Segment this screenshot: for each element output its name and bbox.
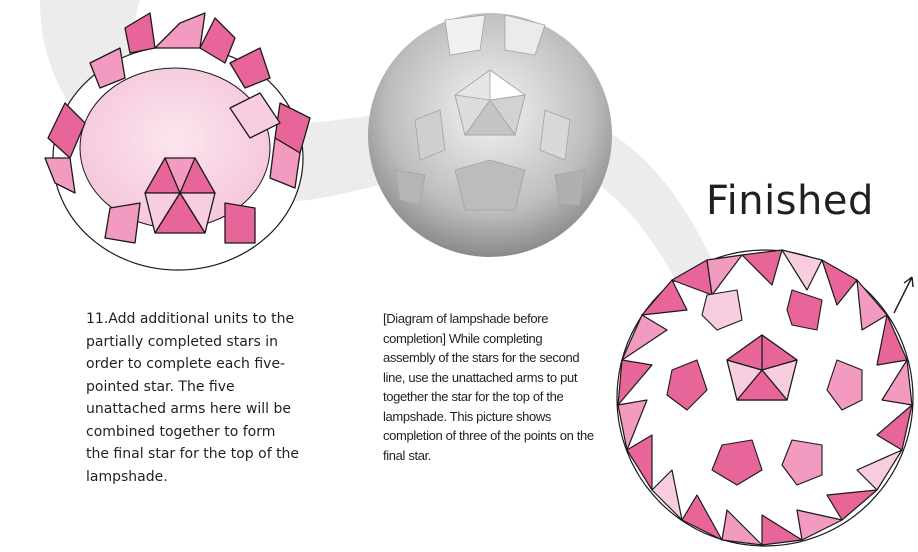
lampshade-before-completion-photo — [355, 0, 625, 270]
page-title: Finished — [706, 178, 874, 224]
step-11-instructions: 11.Add additional units to the partially… — [86, 308, 301, 488]
arrow-mark-icon — [890, 275, 918, 315]
partially-completed-lampshade-illustration — [30, 8, 330, 278]
finished-lampshade-illustration — [612, 240, 918, 552]
photo-caption: [Diagram of lampshade before completion]… — [383, 309, 595, 465]
